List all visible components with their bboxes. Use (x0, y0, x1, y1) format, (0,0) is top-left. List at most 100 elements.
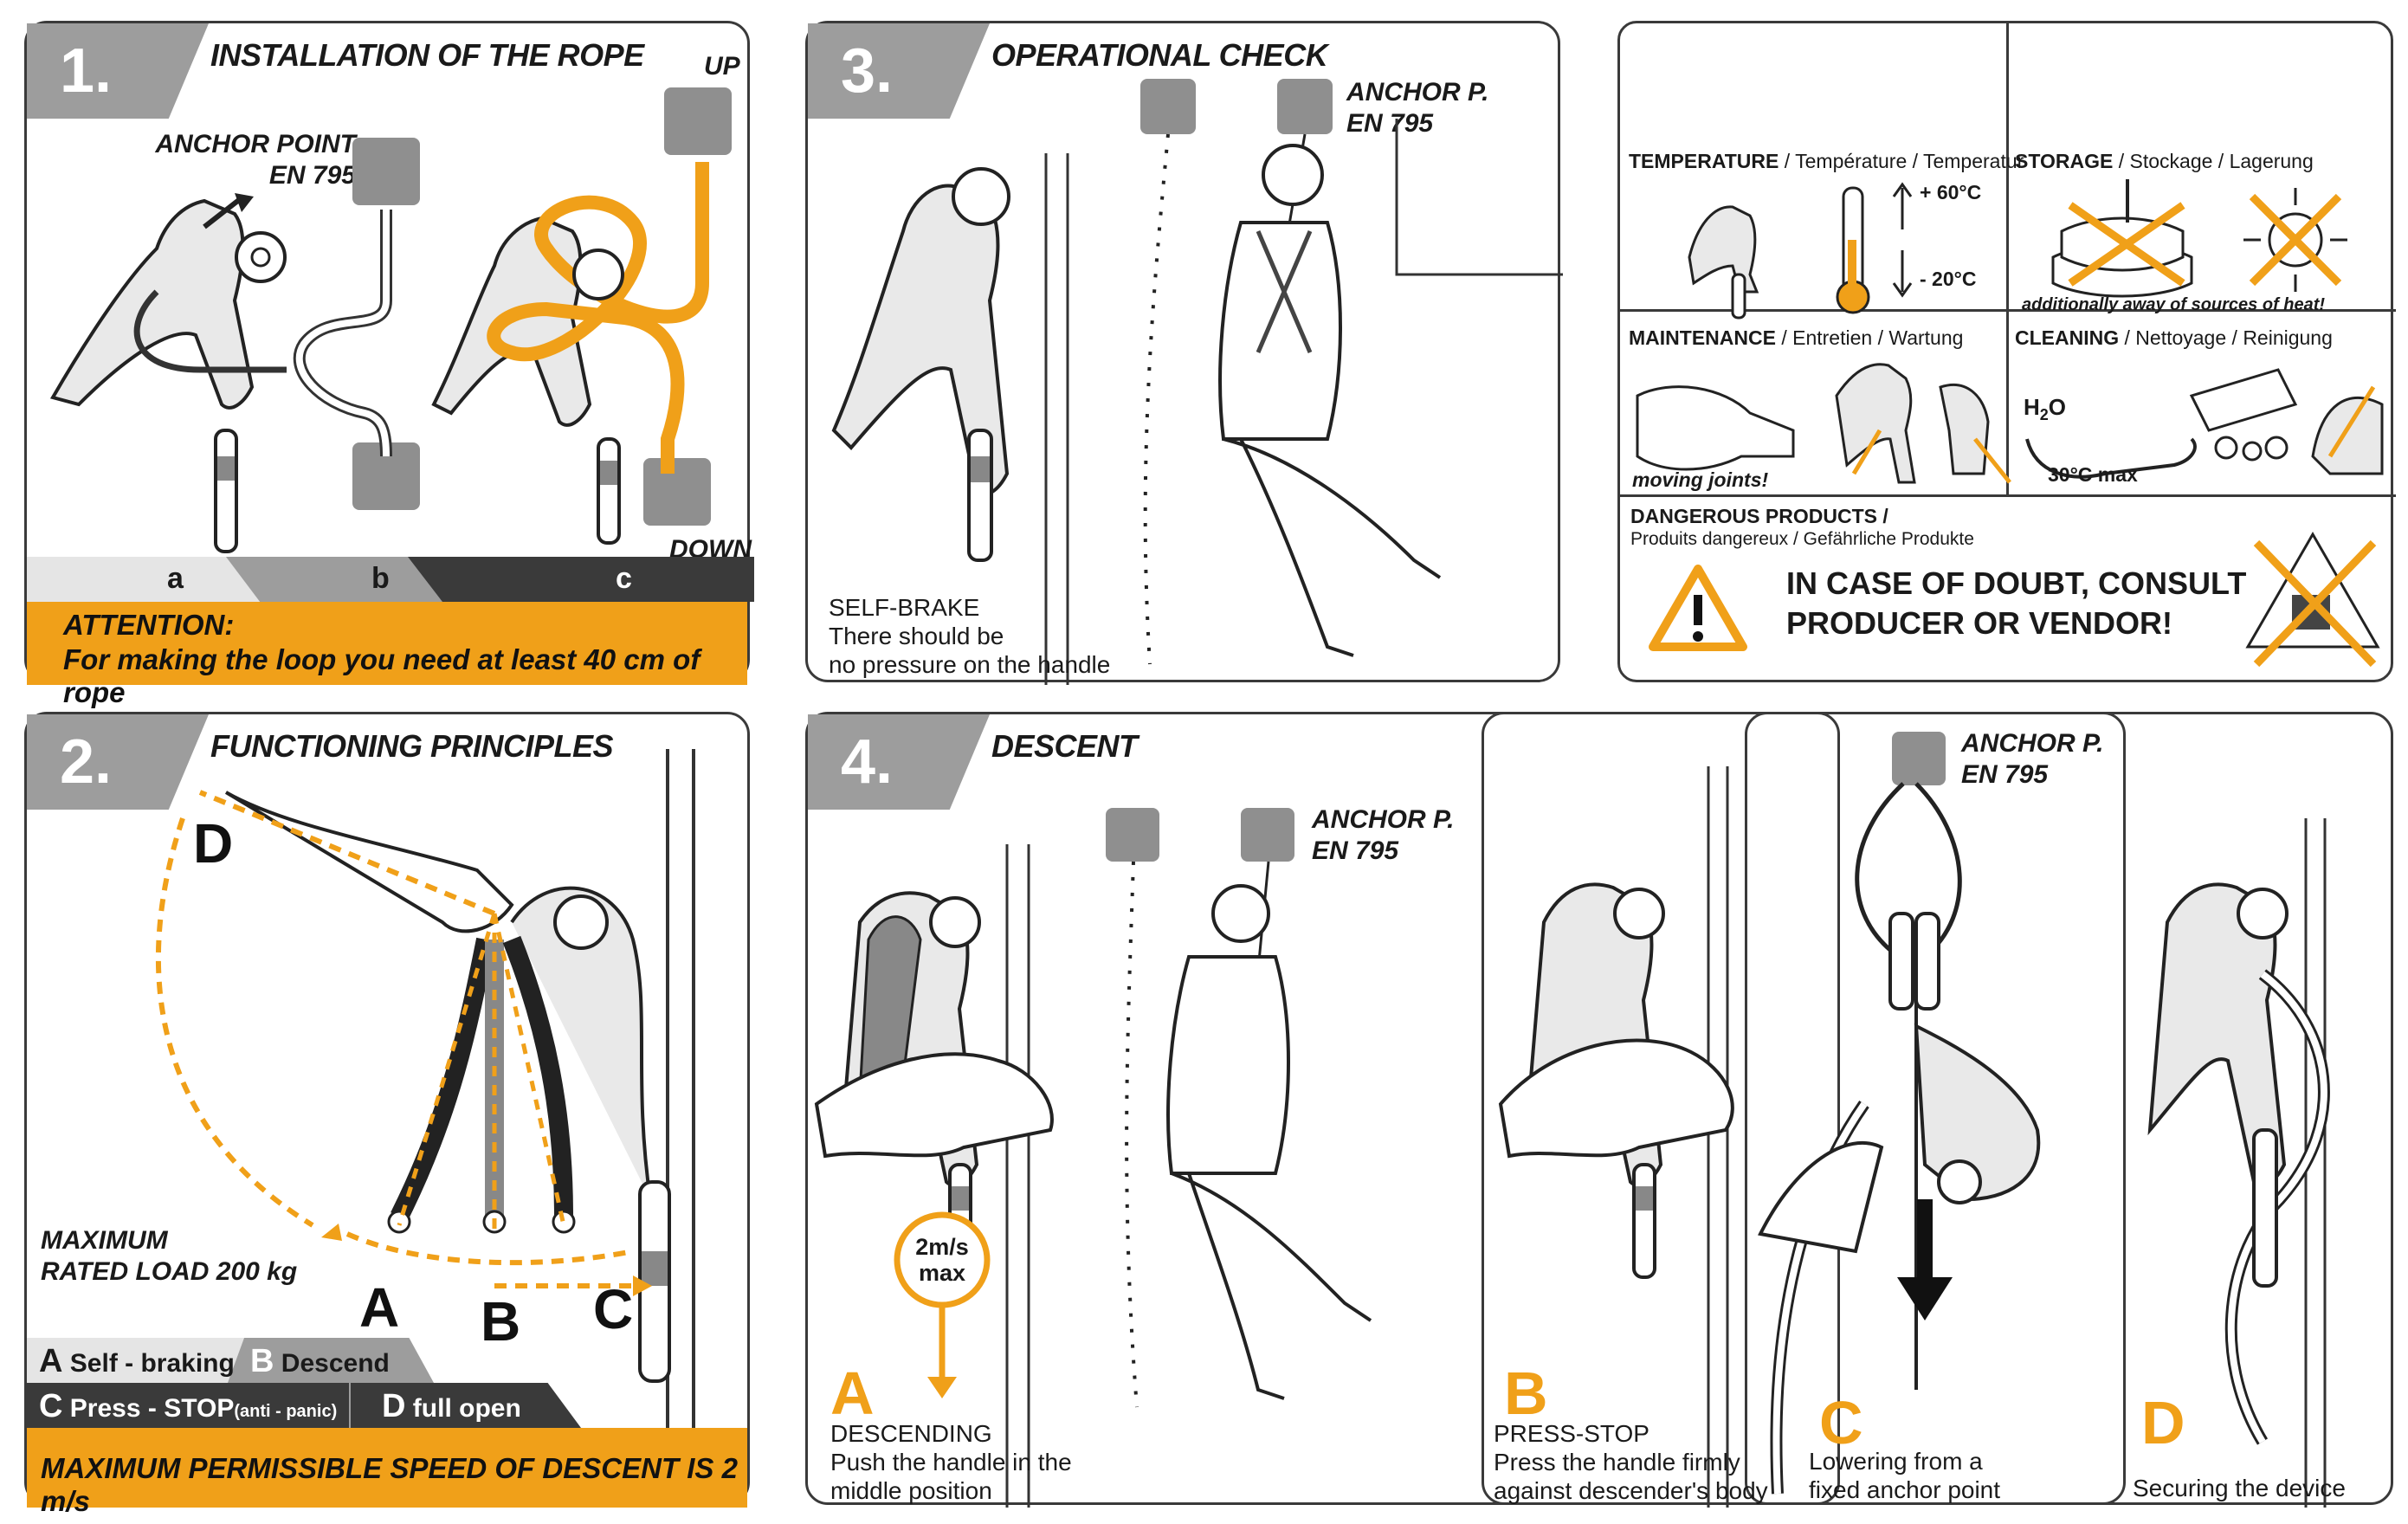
anchor-icon (1241, 808, 1294, 862)
legend-a: A Self - braking (39, 1343, 235, 1380)
anchor-label: ANCHOR P. EN 795 (1346, 77, 1488, 139)
self-brake-line1: There should be (829, 623, 1004, 649)
panel-number-tab: 1. (27, 23, 209, 119)
panel-number: 1. (60, 36, 113, 106)
panel-installation: 1. INSTALLATION OF THE ROPE ANCHOR POINT… (24, 21, 754, 708)
max-load-line1: MAXIMUM (41, 1226, 168, 1255)
anchor-label: ANCHOR P. EN 795 (1312, 804, 1454, 867)
cleaning-title: CLEANING (2015, 326, 2120, 349)
anchor-label-line2: EN 795 (268, 161, 356, 190)
temperature-max: + 60°C (1920, 181, 1982, 203)
legend-c: C Press - STOP(anti - panic) (39, 1388, 337, 1425)
anchor-point-label: ANCHOR POINT EN 795 (148, 129, 356, 191)
panel-title: DESCENT (991, 728, 1138, 764)
legend-c-letter: C (39, 1388, 63, 1424)
care-info-illustration (1636, 179, 2384, 668)
cleaning-subtitle: / Nettoyage / Reinigung (2119, 326, 2333, 349)
panel-number: 2. (60, 727, 113, 797)
step-label-b: b (371, 562, 390, 595)
attention-bar: ATTENTION: For making the loop you need … (27, 602, 747, 708)
speed-max: max (918, 1260, 966, 1286)
attention-title: ATTENTION: (63, 609, 235, 641)
step-c-text: Lowering from a fixed anchor point (1809, 1447, 2000, 1504)
anchor-label-line2: EN 795 (1961, 760, 2049, 789)
dangerous-products-subtitle: Produits dangereux / Gefährliche Produkt… (1630, 529, 1974, 549)
water-sub: 2 (2039, 406, 2049, 424)
rope-installation-illustration (49, 162, 709, 553)
maintenance-note: moving joints! (1632, 468, 1769, 491)
cleaning-temperature: 30°C max (2048, 463, 2138, 486)
subpanel-c (1745, 712, 2126, 1505)
water-h: H (2024, 394, 2040, 420)
temperature-title: TEMPERATURE (1629, 150, 1779, 172)
legend-b-letter: B (250, 1343, 274, 1379)
step-tabs: a b c (27, 557, 754, 602)
anchor-icon (1140, 79, 1196, 134)
panel-number-tab: 3. (808, 23, 990, 119)
step-d-letter: D (2141, 1389, 2185, 1456)
panel-number: 3. (841, 36, 894, 106)
legend-row1-bg-b (228, 1338, 434, 1383)
legend-d-text: full open (412, 1394, 521, 1423)
speed-value: 2m/s (915, 1234, 969, 1260)
consult-line1: IN CASE OF DOUBT, CONSULT (1786, 565, 2247, 601)
cleaning-heading: CLEANING / Nettoyage / Reinigung (2015, 326, 2333, 350)
legend-a-letter: A (39, 1343, 63, 1379)
legend-c-sub: (anti - panic) (234, 1402, 338, 1421)
maintenance-subtitle: / Entretien / Wartung (1775, 326, 1964, 349)
anchor-label-line1: ANCHOR P. (1346, 78, 1489, 107)
anchor-label-line2: EN 795 (1312, 836, 1399, 865)
self-brake-title: SELF-BRAKE (829, 594, 980, 621)
storage-title: STORAGE (2015, 150, 2114, 172)
panel-title: OPERATIONAL CHECK (991, 37, 1328, 73)
divider (1620, 309, 2396, 312)
step-tab-c (408, 557, 754, 602)
step-label-a: a (167, 562, 184, 595)
speed-bar: MAXIMUM PERMISSIBLE SPEED OF DESCENT IS … (27, 1428, 747, 1517)
panel-title: INSTALLATION OF THE ROPE (210, 37, 644, 73)
functioning-legend: A Self - braking B Descend C Press - STO… (27, 1338, 752, 1428)
anchor-label-c: ANCHOR P. EN 795 (1961, 728, 2103, 791)
panel-operational-check: 3. OPERATIONAL CHECK ANCHOR P. EN 795 SE… (805, 21, 1563, 685)
step-a-text: DESCENDING Push the handle in the middle… (830, 1419, 1072, 1505)
operational-check-illustration (831, 119, 1563, 685)
legend-row2-bg-d (349, 1383, 351, 1428)
position-d-label: D (193, 812, 234, 875)
divider (1620, 494, 2396, 497)
panel-number: 4. (841, 727, 894, 797)
anchor-icon (1277, 79, 1333, 134)
temperature-heading: TEMPERATURE / Température / Temperatur (1629, 150, 2024, 173)
legend-d: D full open (382, 1388, 521, 1425)
anchor-icon (664, 87, 732, 155)
divider (2006, 23, 2009, 494)
step-b-line1: Press the handle firmly (1494, 1449, 1740, 1476)
consult-notice: IN CASE OF DOUBT, CONSULT PRODUCER OR VE… (1786, 564, 2246, 643)
descent-illustration (814, 766, 2330, 1508)
attention-text: For making the loop you need at least 40… (63, 643, 700, 708)
anchor-icon (352, 138, 420, 205)
step-a-line1: Push the handle in the (830, 1449, 1072, 1476)
maintenance-heading: MAINTENANCE / Entretien / Wartung (1629, 326, 1963, 350)
up-label: UP (704, 52, 740, 81)
water-o: O (2048, 394, 2067, 420)
consult-line2: PRODUCER OR VENDOR! (1786, 605, 2173, 641)
maintenance-title: MAINTENANCE (1629, 326, 1776, 349)
step-label-c: c (616, 562, 632, 595)
panel-number-tab: 4. (808, 714, 990, 810)
step-b-letter: B (1504, 1359, 1548, 1427)
panel-descent: 4. DESCENT ANCHOR P. EN 795 ANCHOR P. EN… (805, 712, 2393, 1508)
step-b-line2: against descender's body (1494, 1477, 1768, 1504)
legend-d-letter: D (382, 1388, 406, 1424)
functioning-principles-illustration (156, 749, 695, 1508)
step-b-title: PRESS-STOP (1494, 1420, 1649, 1447)
step-c-line1: Lowering from a (1809, 1448, 1983, 1475)
step-a-letter: A (830, 1359, 875, 1427)
storage-subtitle: / Stockage / Lagerung (2113, 150, 2314, 172)
position-a-label: A (359, 1276, 400, 1339)
step-d-text: Securing the device (2133, 1475, 2346, 1502)
self-brake-line2: no pressure on the handle (829, 651, 1111, 678)
legend-a-text: Self - braking (69, 1349, 235, 1378)
panel-care-info: TEMPERATURE / Température / Temperatur (1617, 21, 2396, 682)
position-b-label: B (481, 1290, 521, 1353)
legend-c-text: Press - STOP (69, 1394, 235, 1423)
